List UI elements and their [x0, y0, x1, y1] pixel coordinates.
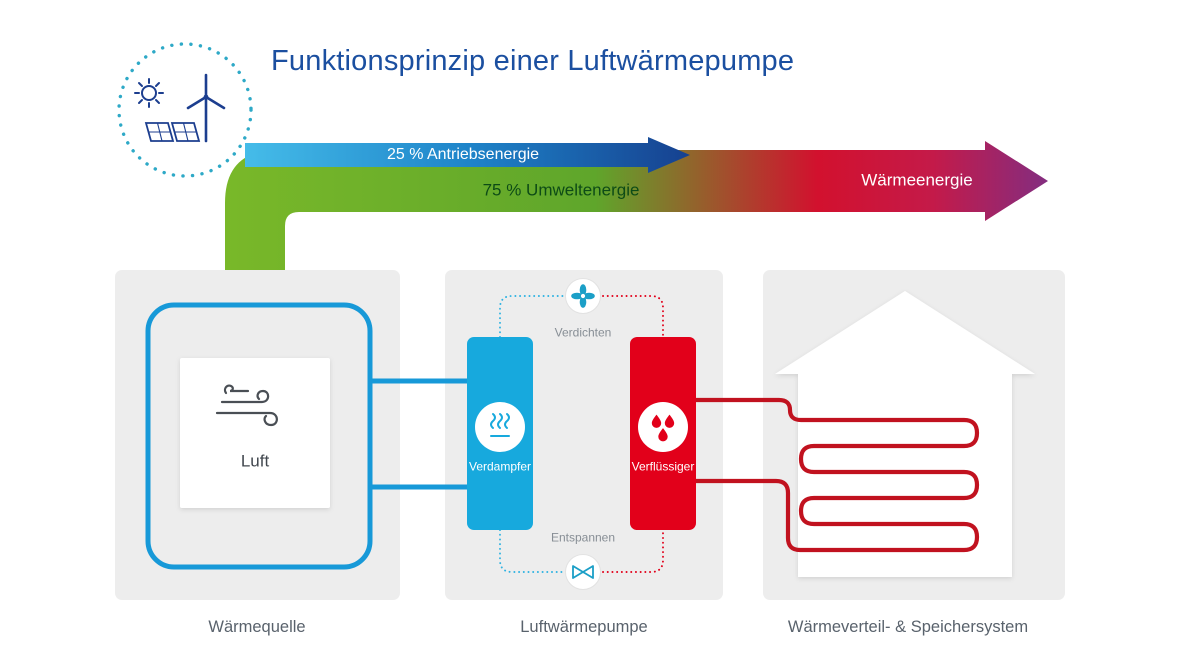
drive-energy-arrow: [245, 137, 690, 173]
renewable-energy-icon: [117, 42, 253, 178]
compress-label: Verdichten: [554, 325, 612, 340]
heat-distribution-caption: Wärmeverteil- & Speichersystem: [787, 617, 1029, 636]
heat-pump-caption: Luftwärmepumpe: [520, 617, 648, 636]
refrigerant-line-condenser-to-valve: [602, 529, 664, 573]
heating-coil-pipe: [693, 397, 980, 553]
air-circuit-pipe: [145, 302, 373, 570]
drive-energy-label: 25 % Antriebsenergie: [386, 146, 540, 164]
heat-energy-label: Wärmeenergie: [861, 170, 973, 190]
house-shape: [775, 291, 1035, 577]
refrigerant-line-evap-to-compressor: [499, 295, 564, 338]
energy-band-arrow: [225, 141, 1048, 270]
wind-turbine-icon: [186, 73, 226, 143]
page-title: Funktionsprinzip einer Luftwärmepumpe: [271, 45, 795, 77]
evaporator-label: Verdampfer: [468, 459, 532, 474]
droplets-icon: [638, 402, 688, 452]
air-label: Luft: [240, 451, 270, 471]
refrigerant-line-compressor-to-condenser: [602, 295, 664, 338]
solar-panel-icon: [144, 122, 201, 142]
wind-icon: [215, 384, 278, 427]
heat-source-caption: Wärmequelle: [208, 617, 306, 636]
sun-icon: [134, 78, 164, 108]
fan-icon: [565, 278, 601, 314]
steam-icon: [475, 402, 525, 452]
air-box: [180, 358, 330, 508]
expand-label: Entspannen: [550, 530, 616, 545]
condenser-label: Verflüssiger: [631, 459, 695, 474]
ambient-energy-label: 75 % Umweltenergie: [482, 180, 640, 200]
expansion-valve-icon: [565, 554, 601, 590]
air-supply-pipes: [370, 378, 467, 490]
